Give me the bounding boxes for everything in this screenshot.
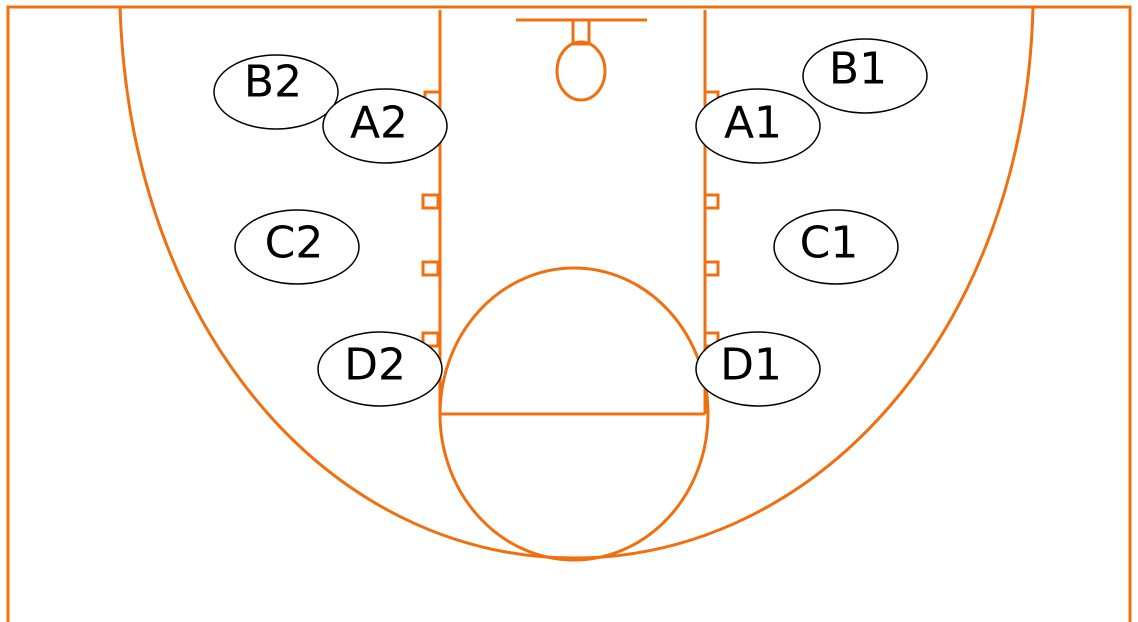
rim-connector	[571, 18, 591, 46]
spot-a1-label: A1	[724, 98, 782, 149]
spot-a2-label: A2	[350, 98, 408, 149]
spot-b1: B1	[802, 38, 928, 114]
spot-d2-label: D2	[344, 340, 406, 391]
spot-d1: D1	[695, 331, 821, 407]
lane-hash-right-2	[703, 193, 720, 210]
lane-hash-left-2	[421, 193, 440, 210]
lane-hash-left-3	[421, 260, 440, 277]
spot-d2: D2	[317, 331, 443, 407]
spot-c1: C1	[773, 209, 899, 285]
three-point-arc	[118, 6, 1035, 560]
spot-c1-label: C1	[800, 218, 859, 269]
spot-a2: A2	[322, 88, 448, 164]
free-throw-circle	[438, 266, 710, 562]
rim	[555, 40, 607, 102]
lane-hash-left-4	[421, 331, 440, 348]
spot-a1: A1	[695, 88, 821, 164]
spot-d1-label: D1	[720, 340, 782, 391]
court-boundary	[6, 5, 1132, 622]
spot-b2: B2	[213, 54, 339, 130]
lane-hash-right-3	[703, 260, 720, 277]
spot-b2-label: B2	[244, 57, 302, 108]
spot-c2-label: C2	[265, 218, 324, 269]
spot-c2: C2	[234, 209, 360, 285]
spot-b1-label: B1	[829, 44, 887, 95]
